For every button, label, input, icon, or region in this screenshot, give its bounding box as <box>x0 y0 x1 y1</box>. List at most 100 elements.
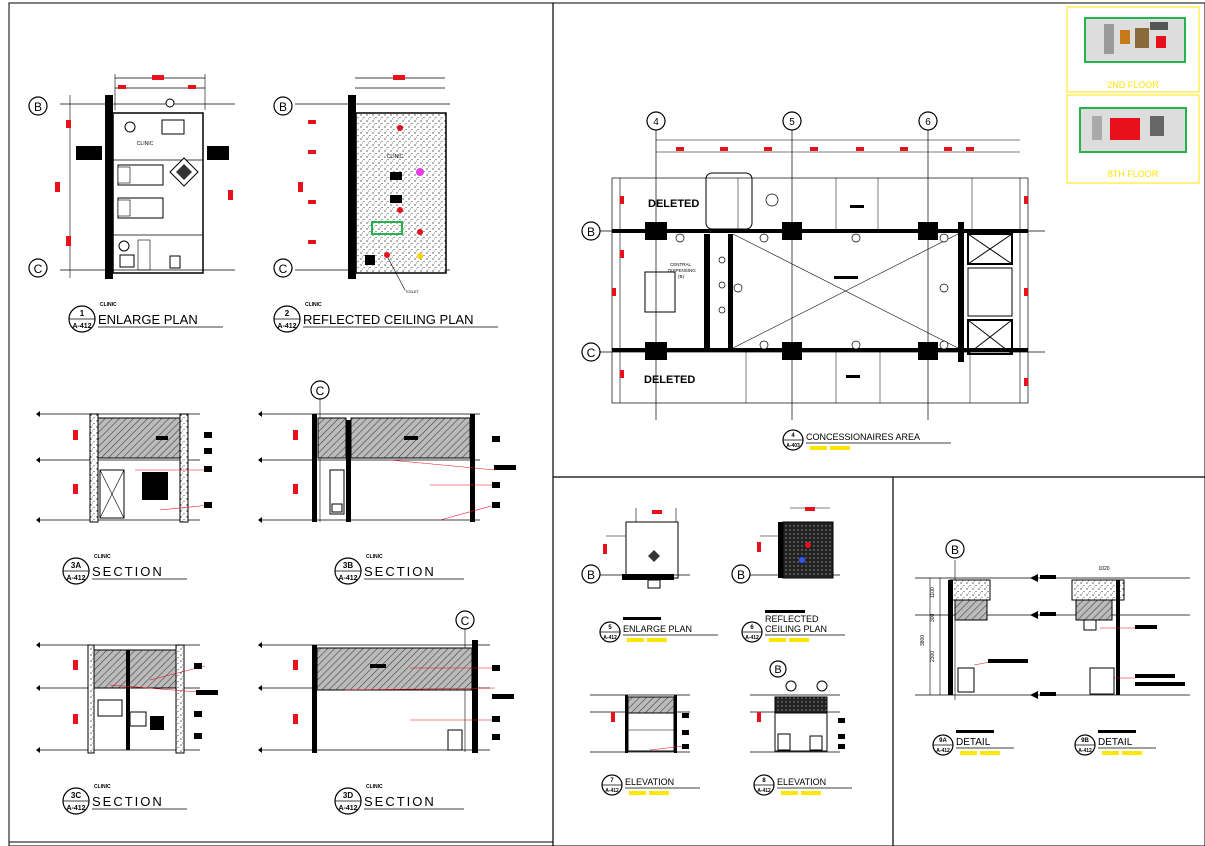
drawing-number: 3A <box>71 561 81 570</box>
drawing-title-text: REFLECTED CEILING PLAN <box>303 312 474 327</box>
drawing-title-text: SECTION <box>364 564 436 579</box>
svg-text:6: 6 <box>925 117 931 128</box>
grid-bubble-c-3d: C <box>455 610 475 630</box>
drawing-number: 1 <box>80 309 85 318</box>
grid-bubble-b-6: B <box>731 564 751 584</box>
drawing-title-9a: 9A A-412 DETAIL <box>932 730 1014 756</box>
sheet-reference: A-403 <box>786 443 800 449</box>
drawing-title-2: 2A-412 CLINIC REFLECTED CEILING PLAN <box>273 302 498 333</box>
section-3b-drawing <box>258 398 516 523</box>
drawing-title-text: SECTION <box>92 564 164 579</box>
drawing-number: 6 <box>750 625 754 631</box>
grid-bubble-c: C <box>28 258 48 278</box>
grid-bubble-5: 5 <box>782 111 802 131</box>
concessionaires-plan-drawing: DELETED DELETED CENTRAL DISPENSING (B) <box>600 130 1045 420</box>
drawing-title-line1: REFLECTED <box>765 614 819 624</box>
section-3d-drawing <box>258 628 514 753</box>
sheet-reference: A-412 <box>72 323 91 330</box>
drawing-tag: CLINIC <box>366 784 383 790</box>
sheet-reference: A-412 <box>338 805 357 812</box>
sheet-reference: A-412 <box>277 323 296 330</box>
svg-text:B: B <box>34 100 42 114</box>
svg-text:C: C <box>587 346 596 360</box>
detail-9-drawing: 1100 300 2300 3800 1020 <box>915 560 1190 700</box>
central-dispensing-line3: (B) <box>678 274 685 279</box>
drawing-title-4: 4A-403 CONCESSIONAIRES AREA <box>782 429 951 451</box>
sheet-reference: A-412 <box>603 635 617 641</box>
central-dispensing-line1: CENTRAL <box>670 262 692 267</box>
drawing-number: 4 <box>791 433 795 439</box>
svg-text:C: C <box>34 262 43 276</box>
toilet-note: TOILET <box>405 289 419 294</box>
key-plan-8th-floor-label: 8TH FLOOR <box>1108 169 1159 179</box>
enlarge-plan-drawing: CLINIC <box>55 74 235 279</box>
sheet-reference: A-412 <box>757 788 771 794</box>
drawing-title-text: DETAIL <box>1098 737 1133 748</box>
svg-text:4: 4 <box>653 117 659 128</box>
deleted-label-bottom: DELETED <box>644 374 695 386</box>
rcp-clinic-label: CLINIC <box>387 154 404 160</box>
drawing-title-text: SECTION <box>92 794 164 809</box>
svg-text:B: B <box>774 664 781 676</box>
drawing-title-text: SECTION <box>364 794 436 809</box>
grid-bubble-c-rcp: C <box>273 258 293 278</box>
dim-1100: 1100 <box>930 587 936 598</box>
dim-3800: 3800 <box>920 635 926 646</box>
drawing-tag: CLINIC <box>305 302 322 308</box>
svg-text:B: B <box>737 568 745 582</box>
grid-bubble-b-concessionaires: B <box>581 221 601 241</box>
drawing-number: 8 <box>762 778 766 784</box>
elevation-7-drawing <box>590 694 690 753</box>
sheet-reference: A-412 <box>1078 748 1092 754</box>
key-plan-2nd-floor: 2ND FLOOR <box>1066 6 1200 93</box>
sheet-frame <box>8 2 1205 846</box>
svg-text:5: 5 <box>789 117 795 128</box>
grid-bubble-b: B <box>28 96 48 116</box>
drawing-title-text: CONCESSIONAIRES AREA <box>806 432 920 442</box>
sheet-reference: A-412 <box>66 575 85 582</box>
drawing-number: 3D <box>343 791 353 800</box>
grid-bubble-c-concessionaires: C <box>581 342 601 362</box>
svg-text:B: B <box>587 568 595 582</box>
sheet-reference: A-412 <box>605 788 619 794</box>
drawing-title-line2: CEILING PLAN <box>765 624 827 634</box>
sheet-reference: A-412 <box>936 748 950 754</box>
svg-text:C: C <box>461 614 470 628</box>
grid-bubble-6: 6 <box>918 111 938 131</box>
svg-text:B: B <box>587 225 595 239</box>
drawing-number: 3C <box>71 791 81 800</box>
drawing-title-text: ENLARGE PLAN <box>98 312 198 327</box>
drawing-number: 2 <box>285 309 290 318</box>
drawing-title-3d: 3D A-412 CLINIC SECTION <box>334 784 464 815</box>
dim-300: 300 <box>930 613 936 622</box>
sheet-reference: A-412 <box>66 805 85 812</box>
deleted-label-top: DELETED <box>648 198 699 210</box>
section-3a-drawing <box>36 411 212 523</box>
key-plan-2nd-floor-label: 2ND FLOOR <box>1107 80 1159 90</box>
grid-bubble-b-5: B <box>581 564 601 584</box>
drawing-number: 9A <box>939 738 947 744</box>
svg-text:C: C <box>316 384 325 398</box>
drawing-title-text: ENLARGE PLAN <box>623 624 692 634</box>
section-3c-drawing <box>36 642 218 754</box>
drawing-title-text: DETAIL <box>956 737 991 748</box>
dim-1020: 1020 <box>1098 566 1109 572</box>
grid-bubble-c-3b: C <box>310 380 330 400</box>
elevation-8-drawing <box>750 680 845 753</box>
svg-text:B: B <box>279 100 287 114</box>
svg-text:B: B <box>951 543 959 557</box>
sheet-reference: A-412 <box>745 635 759 641</box>
grid-bubble-b-8: B <box>769 660 787 678</box>
drawing-tag: CLINIC <box>94 554 111 560</box>
drawing-number: 7 <box>610 778 614 784</box>
drawing-tag: CLINIC <box>366 554 383 560</box>
reflected-ceiling-plan-6-drawing <box>750 507 840 579</box>
central-dispensing-line2: DISPENSING <box>668 268 696 273</box>
